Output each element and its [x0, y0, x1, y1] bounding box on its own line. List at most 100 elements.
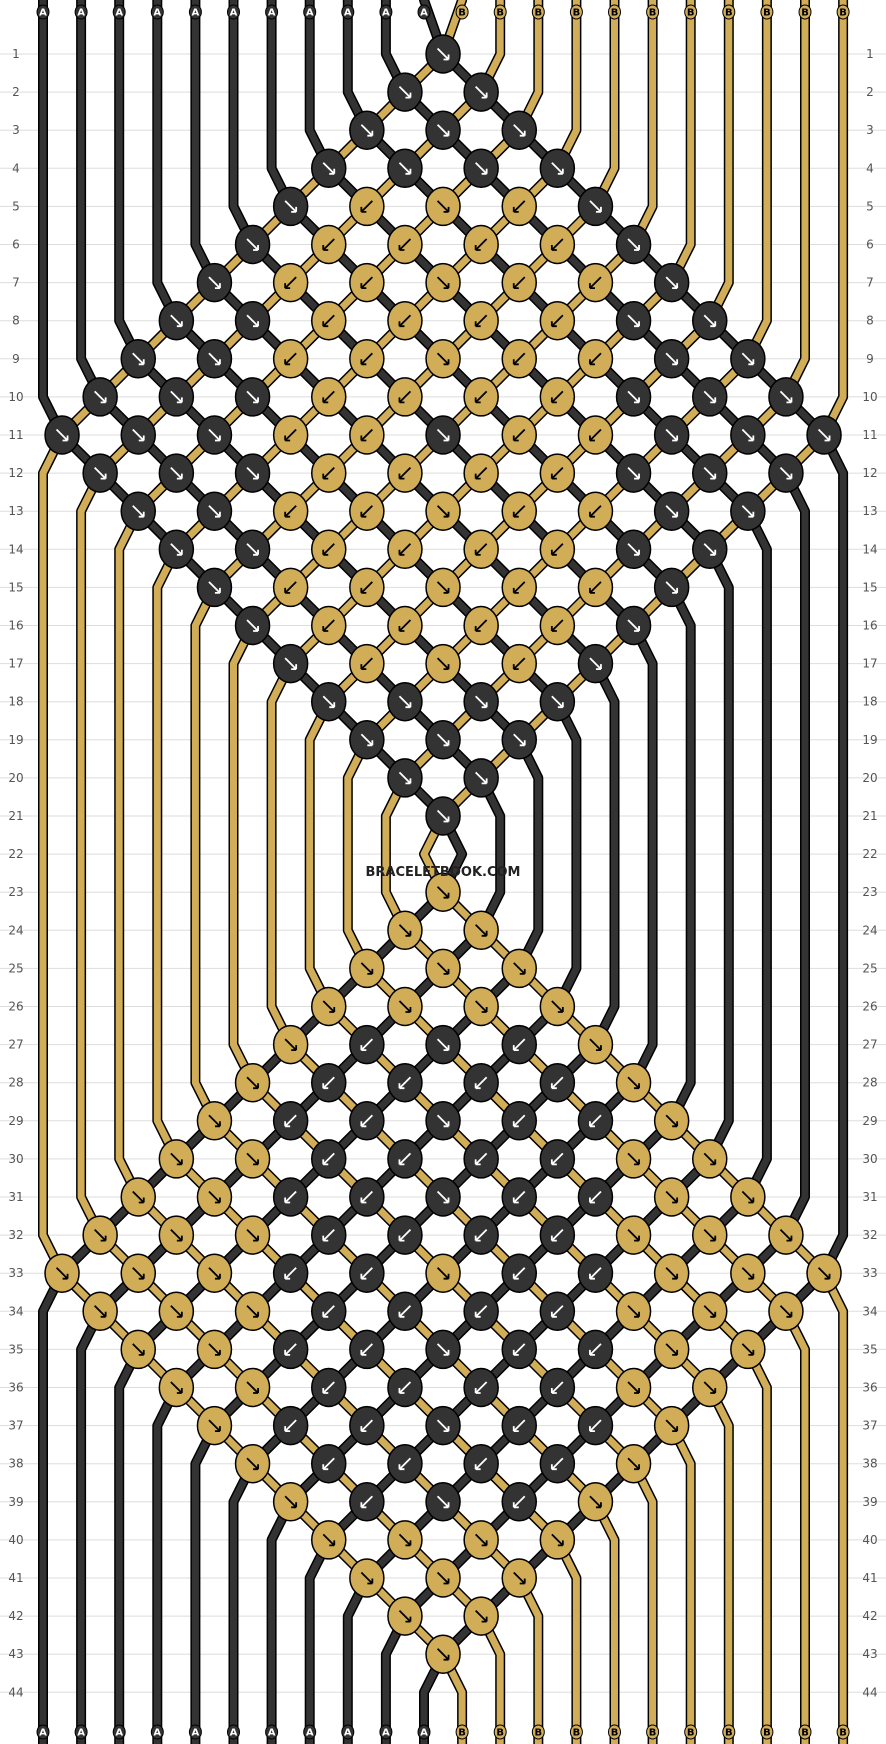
- arrow-down-right-icon: [436, 1343, 450, 1356]
- svg-text:A: A: [77, 1728, 85, 1739]
- svg-text:B: B: [458, 1728, 466, 1739]
- arrow-down-right-icon: [208, 352, 221, 366]
- string-label: B: [455, 4, 469, 20]
- knot: [615, 1443, 652, 1484]
- knot: [577, 1482, 614, 1522]
- arrow-down-right-icon: [589, 657, 602, 670]
- arrow-down-right-icon: [475, 924, 488, 937]
- arrow-down-right-icon: [551, 1533, 564, 1547]
- knot: [234, 377, 271, 417]
- arrow-down-right-icon: [551, 162, 564, 175]
- row-number: 26: [8, 1000, 23, 1014]
- row-number: 31: [862, 1190, 877, 1204]
- arrow-down-right-icon: [627, 390, 640, 404]
- knot: [272, 1482, 309, 1522]
- arrow-down-right-icon: [513, 1571, 526, 1585]
- row-number: 21: [862, 809, 877, 823]
- knot: [311, 224, 347, 265]
- knot: [234, 605, 271, 646]
- row-number: 4: [12, 161, 20, 175]
- knot: [234, 1291, 271, 1332]
- knot: [387, 986, 423, 1027]
- knot: [425, 491, 461, 531]
- arrow-down-right-icon: [208, 1114, 221, 1128]
- svg-text:A: A: [306, 1728, 314, 1739]
- knot: [158, 1139, 195, 1179]
- arrow-down-right-icon: [741, 428, 755, 442]
- knot: [82, 377, 118, 417]
- thread-b: [268, 0, 695, 1744]
- arrow-down-left-icon: [512, 505, 526, 518]
- knot: [692, 377, 728, 417]
- row-number: 43: [8, 1647, 23, 1661]
- arrow-down-left-icon: [284, 581, 297, 594]
- arrow-down-left-icon: [360, 1495, 373, 1509]
- knot: [234, 300, 271, 341]
- arrow-down-right-icon: [436, 581, 450, 594]
- row-number: 18: [862, 695, 877, 709]
- arrow-down-right-icon: [55, 1267, 69, 1280]
- string-label: B: [646, 4, 660, 20]
- knot: [349, 262, 385, 303]
- arrow-down-left-icon: [589, 1190, 602, 1204]
- knot: [272, 1253, 309, 1293]
- knot: [234, 224, 271, 265]
- thread-b: [382, 0, 809, 1744]
- arrow-down-left-icon: [322, 238, 335, 251]
- arrow-down-right-icon: [170, 466, 183, 480]
- arrow-down-right-icon: [55, 428, 69, 442]
- arrow-down-left-icon: [322, 466, 335, 480]
- knot: [730, 415, 766, 455]
- svg-text:A: A: [268, 8, 276, 19]
- arrow-down-left-icon: [474, 1152, 488, 1166]
- row-number: 12: [862, 466, 877, 480]
- knot: [501, 1405, 537, 1446]
- arrow-down-left-icon: [550, 390, 564, 404]
- svg-text:A: A: [382, 8, 390, 19]
- arrow-down-right-icon: [665, 276, 679, 289]
- knot: [501, 491, 537, 531]
- knot: [425, 796, 461, 836]
- arrow-down-right-icon: [170, 1152, 183, 1166]
- knot: [653, 1177, 690, 1217]
- row-number: 19: [862, 733, 877, 747]
- svg-text:A: A: [153, 8, 161, 19]
- arrow-down-left-icon: [589, 1343, 602, 1356]
- svg-text:A: A: [39, 8, 47, 19]
- arrow-down-left-icon: [474, 390, 488, 404]
- svg-text:A: A: [77, 8, 85, 19]
- arrow-down-left-icon: [398, 1457, 412, 1471]
- knot: [615, 529, 652, 570]
- arrow-down-right-icon: [475, 85, 488, 99]
- knot: [539, 681, 576, 722]
- knot: [425, 643, 461, 684]
- svg-text:B: B: [573, 8, 581, 19]
- knot: [120, 1329, 156, 1370]
- row-number: 13: [862, 504, 877, 518]
- knot: [768, 1291, 804, 1332]
- arrow-down-right-icon: [322, 1533, 336, 1547]
- arrow-down-left-icon: [360, 657, 373, 670]
- arrow-down-left-icon: [398, 390, 412, 404]
- knot: [425, 1177, 461, 1217]
- arrow-down-right-icon: [132, 505, 145, 518]
- row-number: 30: [8, 1152, 23, 1166]
- knot: [311, 1520, 347, 1560]
- knot: [196, 1253, 233, 1293]
- string-label: B: [531, 1724, 545, 1740]
- string-label: A: [417, 4, 431, 20]
- knot: [387, 148, 423, 189]
- knot: [158, 1291, 195, 1332]
- knot: [501, 948, 537, 989]
- row-number: 7: [866, 276, 874, 290]
- svg-text:B: B: [687, 1728, 695, 1739]
- knot: [806, 415, 842, 455]
- arrow-down-right-icon: [475, 1609, 488, 1623]
- arrow-down-left-icon: [322, 1152, 335, 1166]
- string-label: A: [265, 4, 279, 20]
- arrow-down-right-icon: [627, 466, 640, 480]
- arrow-down-left-icon: [512, 1190, 526, 1204]
- arrow-down-right-icon: [627, 1228, 640, 1242]
- knot: [158, 453, 195, 493]
- string-label: A: [341, 4, 355, 20]
